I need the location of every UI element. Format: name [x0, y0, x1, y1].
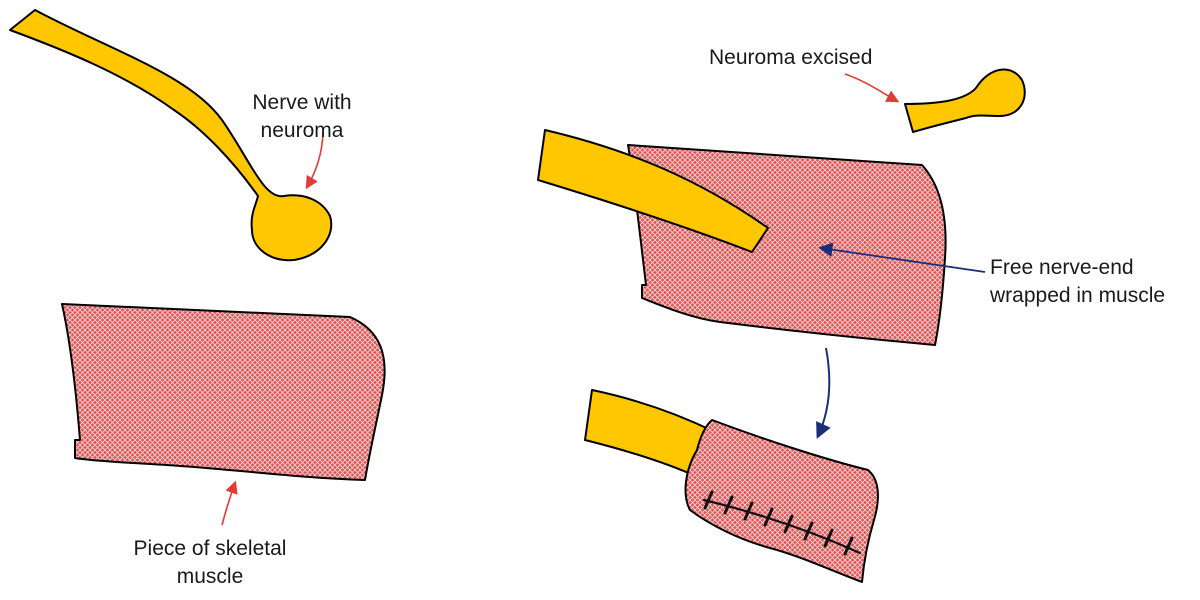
label-line: Neuroma excised	[709, 44, 872, 72]
wrapped-muscle-bundle	[686, 420, 878, 582]
excised-label-arrow	[845, 74, 897, 101]
free-nerve-end-label: Free nerve-end wrapped in muscle	[990, 254, 1165, 310]
label-line: Piece of skeletal	[95, 535, 325, 563]
nerve-with-neuroma-label: Nerve with neuroma	[232, 89, 372, 145]
label-line: muscle	[95, 563, 325, 591]
label-line: Nerve with	[232, 89, 372, 117]
excised-neuroma-shape	[905, 70, 1025, 132]
label-line: neuroma	[232, 117, 372, 145]
label-line: wrapped in muscle	[990, 282, 1165, 310]
neuroma-excised-label: Neuroma excised	[709, 44, 872, 72]
label-line: Free nerve-end	[990, 254, 1165, 282]
skeletal-muscle-label: Piece of skeletal muscle	[95, 535, 325, 591]
step-down-arrow	[818, 348, 829, 436]
muscle-label-arrow	[222, 483, 235, 525]
skeletal-muscle-piece	[62, 304, 385, 480]
